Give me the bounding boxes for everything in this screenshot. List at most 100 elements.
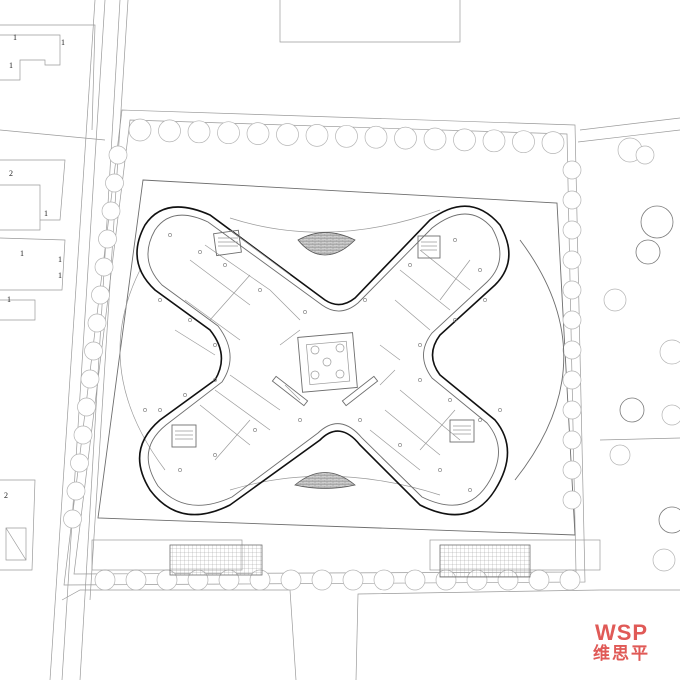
logo-chinese-wordmark: 维思平 <box>593 644 650 664</box>
tree <box>128 118 152 142</box>
floor-label: 1 <box>58 255 62 264</box>
tree <box>276 123 299 146</box>
tree <box>562 370 582 390</box>
tree <box>94 569 116 591</box>
column <box>183 393 187 397</box>
floor-label: 1 <box>13 33 17 42</box>
tree <box>101 201 121 221</box>
column <box>453 318 457 322</box>
tree <box>404 569 426 591</box>
outer-ring <box>119 209 565 496</box>
column <box>468 488 472 492</box>
floor-label: 1 <box>20 249 24 258</box>
tree <box>562 310 582 330</box>
tree <box>394 126 417 150</box>
column <box>298 418 302 422</box>
logo-wordmark: WSP <box>594 620 649 645</box>
tree <box>91 285 110 305</box>
tree <box>105 173 124 193</box>
column <box>358 418 362 422</box>
tree <box>528 569 550 591</box>
tree <box>562 160 582 180</box>
column <box>143 408 147 412</box>
column <box>363 298 367 302</box>
tree <box>541 131 565 154</box>
column <box>478 268 482 272</box>
tree <box>562 340 582 360</box>
column <box>198 250 202 254</box>
tree <box>562 190 582 210</box>
floor-labels: 1 1 1 2 1 1 1 1 1 2 <box>4 33 65 500</box>
tree <box>335 124 358 148</box>
column <box>438 468 442 472</box>
column <box>498 408 502 412</box>
tree <box>125 569 147 591</box>
tree <box>77 397 96 417</box>
tree <box>73 425 93 445</box>
tree <box>559 569 581 591</box>
tree <box>342 569 364 591</box>
tree <box>373 569 395 591</box>
tree <box>80 369 100 389</box>
tree <box>305 124 329 147</box>
tree <box>423 127 447 151</box>
central-atrium <box>297 332 358 393</box>
floor-label: 1 <box>58 271 62 280</box>
column <box>223 263 227 267</box>
tree <box>562 400 582 420</box>
tree <box>453 128 476 152</box>
neighbouring-buildings <box>0 24 96 571</box>
tree <box>98 229 117 249</box>
structural-columns <box>143 233 502 492</box>
tree-row <box>63 118 582 591</box>
site-boundary <box>63 109 586 586</box>
garden-trees <box>603 137 680 572</box>
tree <box>70 453 89 473</box>
tree <box>364 125 388 149</box>
column <box>178 468 182 472</box>
interior-partitions <box>174 229 471 471</box>
wsp-logo: WSP 维思平 <box>593 620 650 665</box>
column <box>213 343 217 347</box>
parking-strips <box>91 539 601 578</box>
column <box>408 263 412 267</box>
stair-cores <box>171 229 475 448</box>
column <box>258 288 262 292</box>
tree <box>482 129 506 153</box>
tree <box>87 313 107 333</box>
floor-label: 2 <box>9 169 13 178</box>
tree <box>84 341 103 361</box>
tree <box>280 569 302 591</box>
tree <box>217 121 240 145</box>
floor-label: 1 <box>9 61 13 70</box>
column <box>158 408 162 412</box>
floor-label: 1 <box>61 38 65 47</box>
column <box>168 233 172 237</box>
floor-label: 2 <box>4 491 8 500</box>
column <box>213 378 217 382</box>
tree <box>63 509 82 529</box>
tree <box>108 145 128 165</box>
tree <box>562 460 582 480</box>
floor-label: 1 <box>44 209 48 218</box>
escalators <box>271 375 379 407</box>
column <box>448 398 452 402</box>
tree <box>562 490 582 510</box>
tree <box>562 280 582 300</box>
tree <box>311 569 333 591</box>
column <box>483 298 487 302</box>
column <box>418 378 422 382</box>
column <box>398 443 402 447</box>
tree <box>562 250 582 270</box>
tree <box>158 119 181 143</box>
tree <box>246 122 270 145</box>
floor-label: 1 <box>7 295 11 304</box>
column <box>478 418 482 422</box>
tree <box>66 481 86 501</box>
column <box>418 343 422 347</box>
tree <box>187 120 211 144</box>
column <box>188 318 192 322</box>
column <box>253 428 257 432</box>
